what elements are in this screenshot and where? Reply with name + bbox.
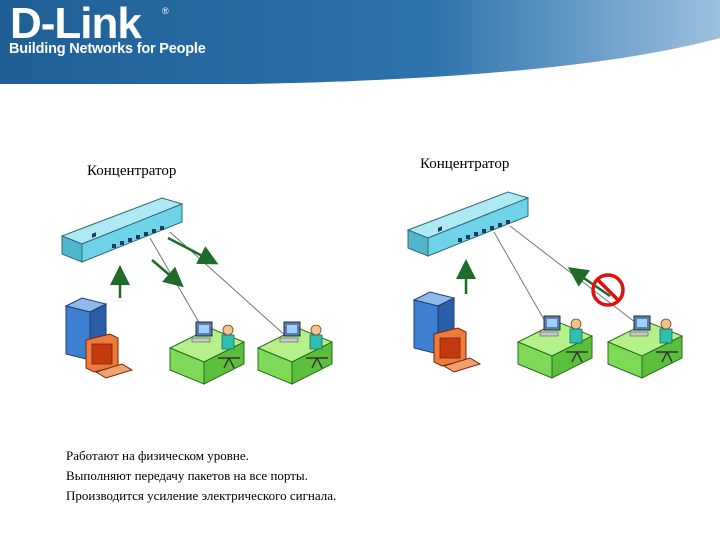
header-banner: D-Link ® Building Networks for People <box>0 0 720 84</box>
hub-ports <box>112 226 164 248</box>
description-line: Выполняют передачу пакетов на все порты. <box>66 468 308 483</box>
description-list: Работают на физическом уровне. Выполняют… <box>66 446 336 506</box>
server-icon <box>65 297 133 379</box>
registered-mark: ® <box>162 6 169 16</box>
workstation-icon <box>169 321 245 385</box>
hub-label-right: Концентратор <box>420 156 510 172</box>
header-background <box>0 0 720 84</box>
arrow-down-icon <box>151 259 184 288</box>
brand-logo: D-Link <box>10 0 142 48</box>
brand-tagline: Building Networks for People <box>9 41 206 57</box>
cable-line <box>493 231 551 331</box>
right-network <box>407 191 683 379</box>
workstation-icon <box>607 315 683 379</box>
hub-ports <box>458 220 510 242</box>
cable-line <box>149 237 209 339</box>
description-line: Работают на физическом уровне. <box>66 448 249 463</box>
left-network <box>61 197 333 385</box>
workstation-icon <box>257 321 333 385</box>
cable-line <box>509 225 641 327</box>
hub-label-left: Концентратор <box>87 163 177 179</box>
workstation-icon <box>517 315 593 379</box>
description-line: Производится усиление электрического сиг… <box>66 488 337 503</box>
arrow-left-icon <box>567 267 611 298</box>
server-icon <box>413 291 481 373</box>
arrow-right-icon <box>167 236 219 265</box>
forbidden-icon <box>591 273 625 307</box>
